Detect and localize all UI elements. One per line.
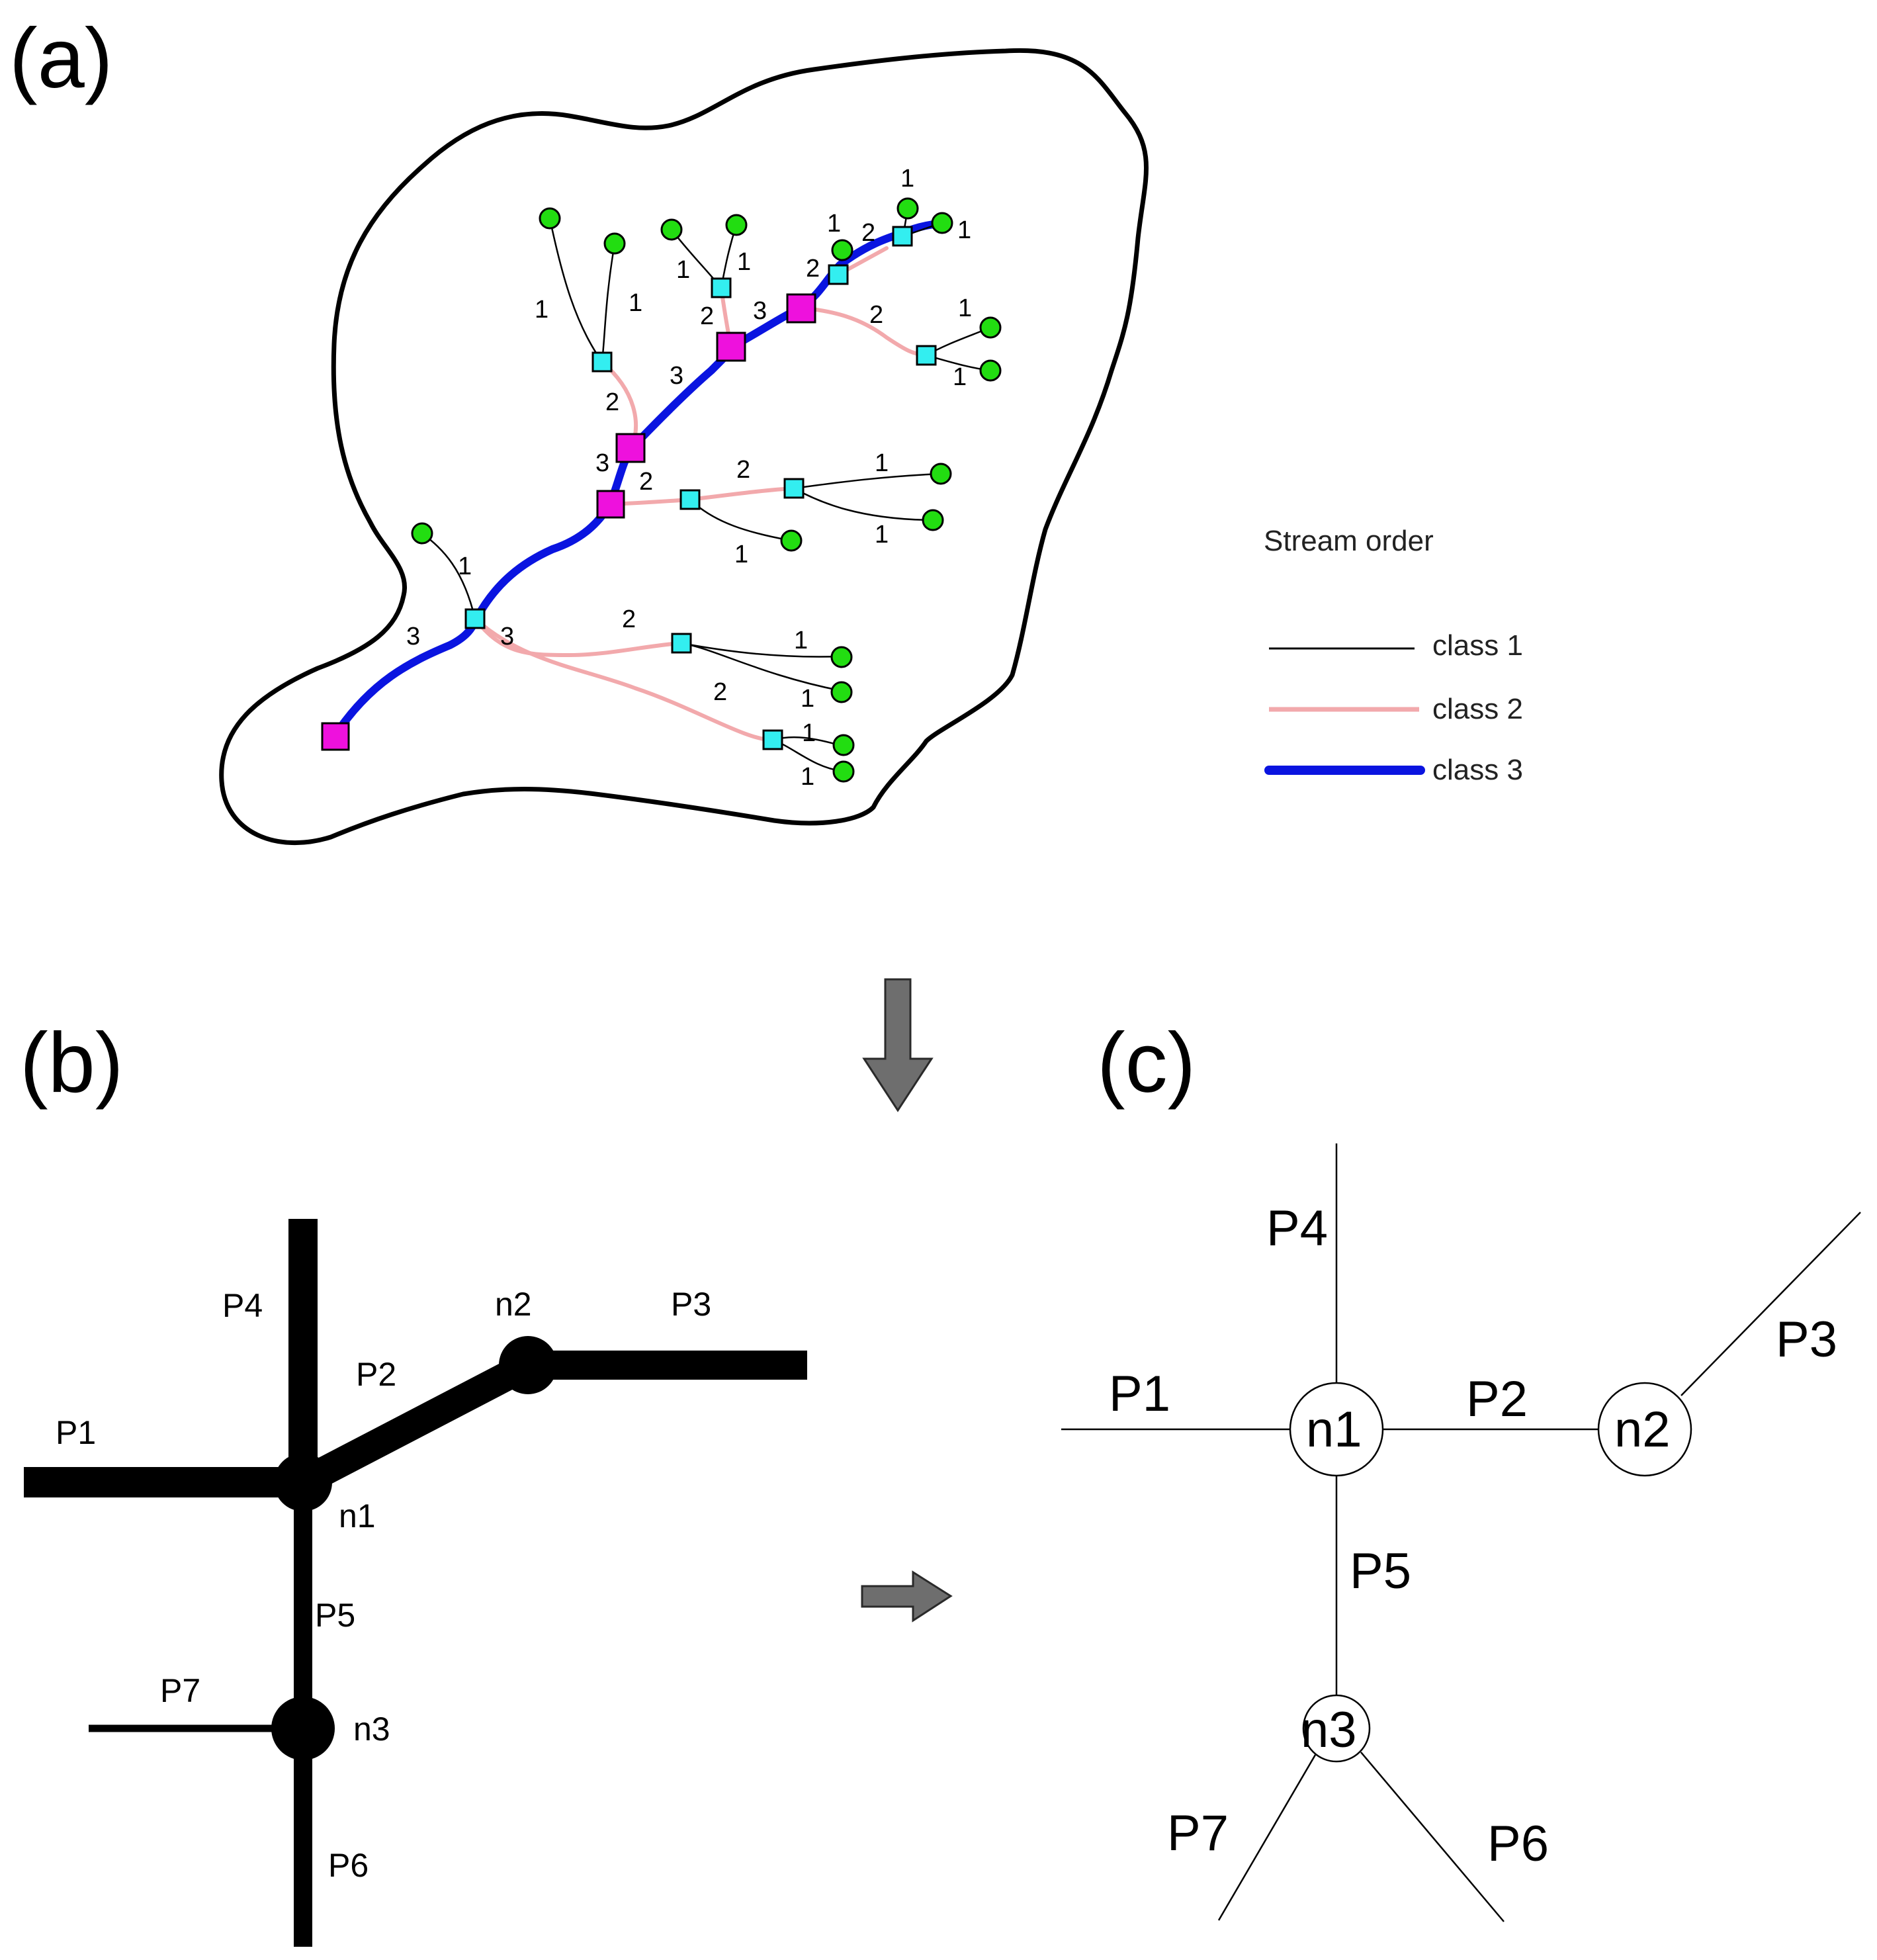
label-P6: P6	[328, 1847, 369, 1884]
label-P4: P4	[222, 1287, 263, 1324]
label-P3: P3	[671, 1286, 711, 1323]
vector-network-panel: P1 P2 P3 P4 P5 P6 P7 n1 n2 n3	[24, 1219, 807, 1947]
edge-P3	[1681, 1212, 1861, 1396]
order-label: 1	[629, 289, 642, 317]
order-label: 2	[700, 302, 714, 330]
stream-order-legend: Stream order class 1 class 2 class 3	[1264, 525, 1523, 786]
node-n1	[274, 1453, 332, 1511]
order-label: 1	[827, 210, 841, 238]
order-label: 1	[957, 216, 971, 244]
panel-b-label: (b)	[20, 1016, 123, 1110]
order-label: 1	[900, 165, 914, 193]
legend-label-class2: class 2	[1432, 693, 1523, 725]
graph-label-P6: P6	[1487, 1816, 1549, 1872]
edge-P6	[1360, 1752, 1505, 1922]
path-P2	[296, 1352, 535, 1495]
graph-node-n3	[1302, 1694, 1371, 1763]
label-n1: n1	[339, 1497, 376, 1535]
stream-class1-reaches	[421, 208, 991, 772]
legend-label-class1: class 1	[1432, 629, 1523, 662]
order-label: 2	[639, 468, 653, 496]
order-label: 1	[676, 256, 690, 284]
label-P5: P5	[315, 1597, 355, 1634]
order-label: 2	[861, 219, 875, 247]
order-label: 1	[458, 553, 472, 580]
source-nodes	[411, 197, 1002, 783]
order-label: 3	[595, 449, 609, 477]
label-P1: P1	[56, 1414, 96, 1451]
graph-node-n1	[1289, 1382, 1384, 1477]
graph-label-P1: P1	[1109, 1366, 1170, 1422]
order-label: 3	[753, 297, 767, 325]
order-label: 1	[953, 363, 967, 391]
node-n2	[499, 1336, 557, 1394]
order-label: 2	[713, 678, 727, 706]
order-label: 1	[535, 296, 548, 324]
watershed-boundary	[219, 48, 1149, 846]
graph-label-n2: n2	[1614, 1402, 1671, 1458]
graph-label-P7: P7	[1167, 1805, 1229, 1861]
down-arrow	[862, 978, 934, 1112]
graph-label-P2: P2	[1466, 1371, 1528, 1427]
edge-P7	[1217, 1754, 1317, 1921]
order-label: 1	[801, 763, 814, 791]
watershed-panel: 1 1 2 1 2 1 1 2 3 2 1 1 1 1 3 2 3 2 2 1 …	[219, 48, 1523, 846]
order-label: 3	[406, 623, 420, 650]
label-P7: P7	[160, 1672, 200, 1709]
graph-label-P4: P4	[1266, 1200, 1328, 1257]
graph-node-n2	[1597, 1382, 1692, 1477]
graph-label-n1: n1	[1306, 1402, 1362, 1458]
order-label: 2	[622, 605, 636, 633]
label-n3: n3	[353, 1711, 390, 1748]
order-label: 1	[734, 541, 748, 568]
stream-order-labels: 1 1 2 1 2 1 1 2 3 2 1 1 1 1 3 2 3 2 2 1 …	[406, 165, 972, 791]
order-label: 1	[801, 685, 814, 713]
order-label: 2	[806, 255, 820, 283]
order-label: 2	[736, 456, 750, 484]
legend-label-class3: class 3	[1432, 754, 1523, 786]
order-label: 2	[605, 388, 619, 416]
junction-nodes-order3	[321, 293, 816, 751]
panel-c-label: (c)	[1097, 1016, 1196, 1110]
order-label: 1	[875, 449, 889, 477]
graph-label-P3: P3	[1776, 1312, 1837, 1368]
order-label: 1	[958, 294, 972, 322]
order-label: 1	[875, 521, 889, 549]
order-label: 1	[794, 627, 808, 654]
right-arrow	[861, 1570, 953, 1623]
order-label: 3	[500, 623, 514, 650]
junction-nodes-order2	[464, 226, 937, 750]
order-label: 2	[869, 301, 883, 329]
order-label: 1	[802, 719, 816, 747]
legend-title: Stream order	[1264, 525, 1434, 557]
node-n3	[271, 1697, 335, 1760]
label-P2: P2	[356, 1356, 396, 1393]
graph-panel: n1 n2 n3 P1 P2 P3 P4 P5 P6 P7	[1061, 1143, 1861, 1922]
order-label: 1	[737, 248, 751, 276]
graph-label-n3: n3	[1301, 1702, 1357, 1758]
order-label: 3	[670, 362, 683, 390]
graph-label-P5: P5	[1350, 1543, 1411, 1599]
label-n2: n2	[495, 1286, 532, 1323]
panel-a-label: (a)	[9, 11, 112, 106]
